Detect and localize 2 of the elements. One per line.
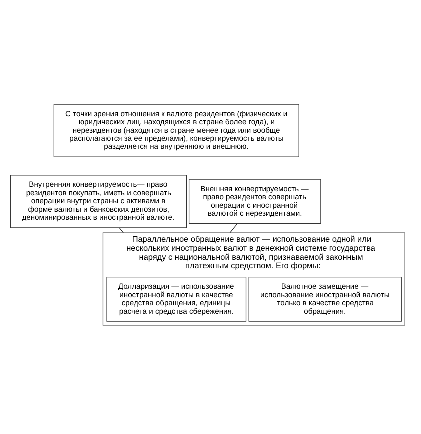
connector bbox=[230, 223, 238, 233]
connector bbox=[119, 227, 124, 233]
